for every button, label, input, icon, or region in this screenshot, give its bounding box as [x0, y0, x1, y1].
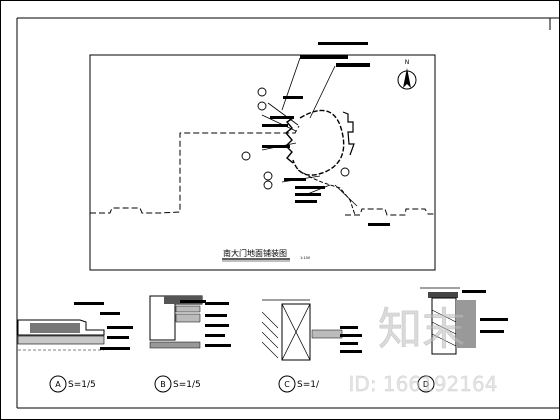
detail-a-section: [17, 319, 105, 336]
leader-line: [334, 184, 358, 207]
leader-line: [309, 65, 336, 119]
detail-d: D: [417, 287, 508, 393]
detail-b: B S=1/5: [149, 295, 231, 393]
annotation-block: [107, 336, 129, 339]
detail-a-base-layer: [17, 335, 105, 345]
annotation-block: [205, 324, 229, 327]
detail-c-hatch-left: [261, 311, 279, 359]
circular-plaza-arc: [292, 109, 345, 176]
annotation-block: [205, 334, 225, 337]
annotation-block: [283, 96, 303, 99]
annotation-block: [205, 314, 227, 317]
detail-c-letter: C: [284, 380, 290, 389]
annotation-block: [318, 42, 368, 45]
annotation-block: [205, 302, 229, 305]
detail-c-foot: [311, 329, 343, 339]
detail-c-marker: [278, 375, 296, 393]
boundary-dashed-line: [90, 125, 300, 214]
callout-marker: [241, 151, 251, 161]
annotation-block: [180, 300, 206, 303]
plan-border: [89, 54, 436, 271]
annotation-block: [295, 193, 321, 196]
leader-line: [267, 102, 299, 126]
annotation-block: [340, 326, 358, 329]
boundary-dashed-line-right: [345, 208, 435, 216]
annotation-block: [300, 55, 348, 59]
annotation-block: [262, 124, 288, 127]
annotation-block: [462, 290, 486, 293]
detail-c-post: [281, 303, 311, 361]
plan-scale-note: 1:100: [300, 256, 310, 260]
annotation-block: [205, 344, 231, 347]
detail-b-marker: [154, 375, 172, 393]
annotation-block: [295, 200, 317, 203]
plaza-steps-left: [285, 117, 294, 164]
leader-line: [261, 114, 297, 132]
leader-line: [281, 57, 301, 111]
detail-c-cross: [281, 303, 311, 361]
annotation-block: [340, 334, 362, 337]
north-arrow-label: N: [405, 59, 410, 66]
plan-view: N 南大门地面铺装图 1:100: [89, 42, 436, 271]
annotation-block: [340, 350, 362, 353]
annotation-block: [74, 302, 104, 305]
north-arrow-pointer: [403, 68, 411, 88]
detail-d-hatch: [431, 309, 457, 347]
detail-b-scale: S=1/5: [173, 380, 201, 390]
annotation-block: [480, 330, 504, 333]
annotation-block: [270, 116, 294, 119]
detail-d-marker: [417, 375, 435, 393]
callout-marker: [257, 101, 267, 111]
detail-d-side-hatch: [456, 300, 476, 348]
detail-b-letter: B: [160, 380, 166, 389]
watermark: 知末 ID: 166192164: [348, 304, 498, 397]
detail-a-gravel-layer: [30, 323, 80, 333]
detail-a-letter: A: [55, 380, 61, 389]
detail-c: C S=1/: [261, 299, 362, 393]
annotation-block: [284, 178, 306, 181]
annotation-block: [100, 312, 120, 315]
north-arrow: N: [397, 59, 417, 90]
annotation-block: [100, 347, 130, 350]
detail-a-scale: S=1/5: [68, 380, 96, 390]
callout-marker: [263, 180, 273, 190]
watermark-id-text: ID: 166192164: [349, 372, 498, 396]
callout-marker: [257, 87, 267, 97]
annotation-block: [107, 326, 133, 329]
callout-marker: [340, 167, 350, 177]
detail-c-scale: S=1/: [297, 380, 320, 390]
annotation-block: [295, 186, 325, 189]
detail-b-hatch: [175, 305, 201, 323]
annotation-block: [340, 342, 358, 345]
detail-a-marker: [49, 375, 67, 393]
detail-d-column-cap: [428, 292, 458, 298]
annotation-block: [368, 223, 390, 226]
detail-a: A S=1/5: [17, 302, 133, 393]
annotation-block: [336, 63, 370, 67]
callout-marker: [263, 171, 273, 181]
detail-d-letter: D: [423, 380, 429, 389]
plaza-steps-right: [342, 111, 355, 156]
annotation-block: [262, 145, 290, 148]
watermark-logo-text: 知末: [378, 304, 466, 355]
plan-title: 南大门地面铺装图: [223, 248, 287, 258]
annotation-block: [480, 318, 508, 321]
plaza-entry-path: [297, 169, 356, 216]
detail-b-base: [149, 341, 201, 349]
